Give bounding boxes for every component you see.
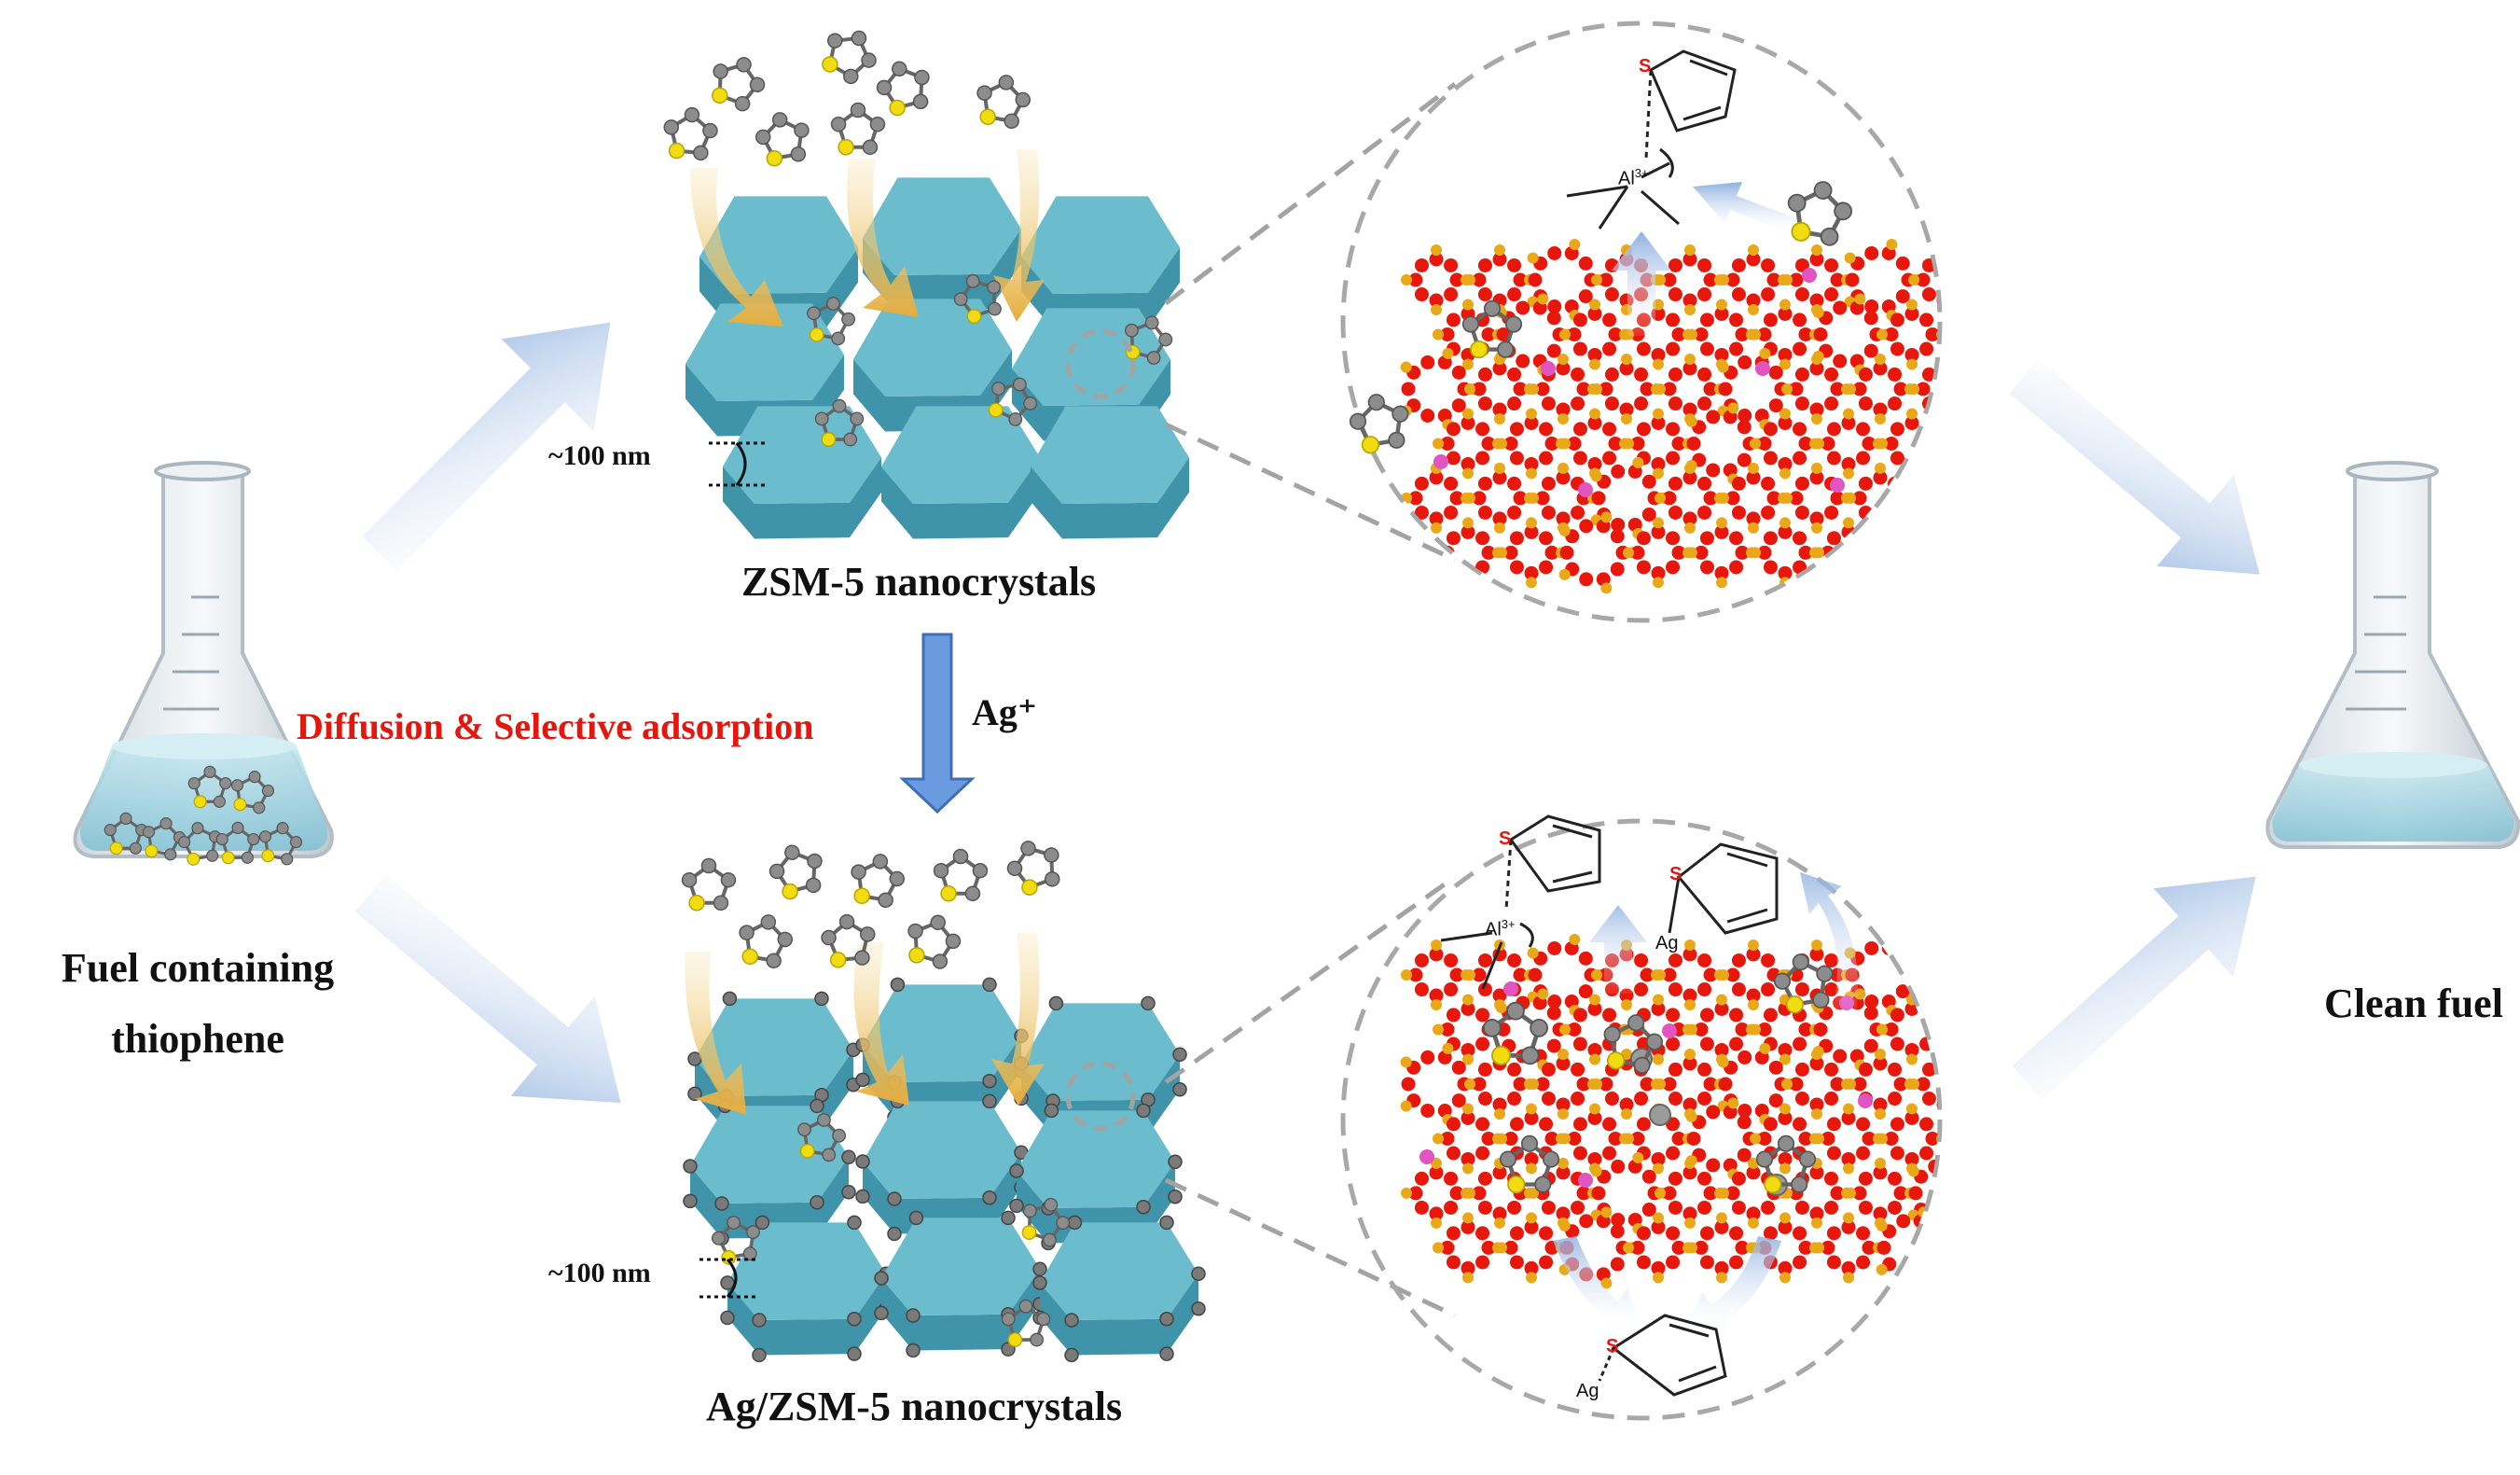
aluminum-site [1858,1093,1873,1108]
magnifier-lines [1065,21,1943,1421]
adsorption-structures [1440,49,1779,1397]
al-label-top: Al3+ [1618,166,1649,190]
thiophene-molecule [258,822,303,866]
thiophene-molecule [876,61,930,117]
ag-ion-down-arrow [899,633,976,814]
process-arrows [354,322,2260,1104]
aluminum-site [1662,1023,1677,1038]
thiophene-molecule [142,817,187,861]
thiophene-molecule [1499,1134,1560,1194]
aluminum-site [1755,361,1770,376]
aluminum-site [1578,1173,1593,1188]
aluminum-site [1541,361,1556,376]
thiophene-molecules [104,30,1173,1347]
thiophene-molecule [1773,953,1834,1014]
fuel-label-line1: Fuel containing [61,945,335,991]
diffusion-arrows [685,149,1045,1115]
thiophene-molecule [797,1113,847,1162]
thiophene-molecule [976,75,1032,130]
flask-clean-fuel-icon [2265,461,2520,849]
thiophene-molecule [933,848,989,902]
size-markers [699,441,765,1299]
aluminum-site [1802,268,1817,283]
arrow-to-clean-bottom [2012,876,2256,1100]
desorption-arrows [1553,182,1858,1334]
s-atom-label-bottom2: S [1669,864,1682,884]
al-label-top-sup: 3+ [1634,166,1649,180]
aluminum-site [1433,454,1448,469]
thiophene-molecule [177,822,222,866]
thiophene-molecule [755,112,810,167]
al-label-bottom-sup: 3+ [1501,917,1516,931]
ag-label-bottom2: Ag [1576,1381,1599,1401]
crystal-block [720,1215,893,1363]
fuel-label-line2: thiophene [111,1016,284,1062]
arrow-to-zsm5 [362,322,611,571]
aluminum-site [1578,482,1593,497]
thiophene-molecule [821,913,876,968]
thiophene-molecule [953,273,1002,324]
thiophene-molecule [807,297,856,346]
thiophene-molecule [739,914,794,969]
thiophene-molecule [830,102,886,156]
ag-plus-label: Ag⁺ [972,691,1037,733]
aluminum-site [1503,981,1518,996]
aluminum-site [1419,1149,1434,1164]
thiophene-molecule [814,398,865,447]
thiophene-molecule [1349,394,1409,454]
s-atom-label-top: S [1639,56,1652,77]
diffusion-label: Diffusion & Selective adsorption [297,705,814,747]
thiophene-molecule [1006,841,1060,896]
thiophene-molecule [1001,1299,1051,1347]
thiophene-molecule [712,57,766,112]
thiophene-molecule [1603,1014,1664,1074]
arrow-to-clean-top [2009,359,2260,575]
s-atom-label-bottom1: S [1499,828,1512,849]
al-label-top-text: Al [1618,168,1635,189]
thiophene-molecule [1755,1134,1817,1194]
ag-label-bottom1: Ag [1655,933,1679,953]
ag-zsm5-label: Ag/ZSM-5 nanocrystals [705,1384,1123,1429]
zsm5-label: ZSM-5 nanocrystals [741,559,1097,605]
crystal-block [1031,406,1189,539]
thiophene-molecule [851,854,906,909]
thiophene-molecule [768,844,823,900]
crystal-block [1032,1215,1206,1363]
thiophene-molecule [822,30,877,85]
clean-fuel-label: Clean fuel [2324,981,2503,1026]
zeolite-framework-top [1400,238,1938,594]
thiophene-molecule [681,857,737,911]
zeolite-framework-bottom [1400,933,1938,1289]
arrow-to-ag-zsm5 [354,874,621,1104]
thiophene-molecule [1021,1197,1071,1247]
size-label-bottom: ~100 nm [548,1258,651,1288]
ag-zsm5-crystal-stack [683,977,1206,1363]
silver-site [1649,1104,1671,1126]
thiophene-molecule [988,377,1038,426]
aluminum-site [1830,478,1845,493]
thiophene-molecule [663,106,718,161]
thiophene-molecule [215,821,260,865]
crystal-block [723,406,881,539]
thiophene-molecule [104,812,148,856]
al-label-bottom-text: Al [1485,919,1502,940]
al-label-bottom: Al3+ [1485,917,1516,941]
thiophene-molecule [1461,299,1523,359]
size-label-top: ~100 nm [548,440,651,471]
thiophene-molecule [187,765,232,809]
crystal-block [881,406,1040,539]
thiophene-molecule [1482,1001,1549,1065]
crystal-block [874,1210,1047,1358]
thiophene-molecule [230,771,275,814]
s-atom-label-bottom3: S [1606,1336,1619,1357]
thiophene-molecule [1787,181,1853,246]
thiophene-molecule [907,914,962,969]
